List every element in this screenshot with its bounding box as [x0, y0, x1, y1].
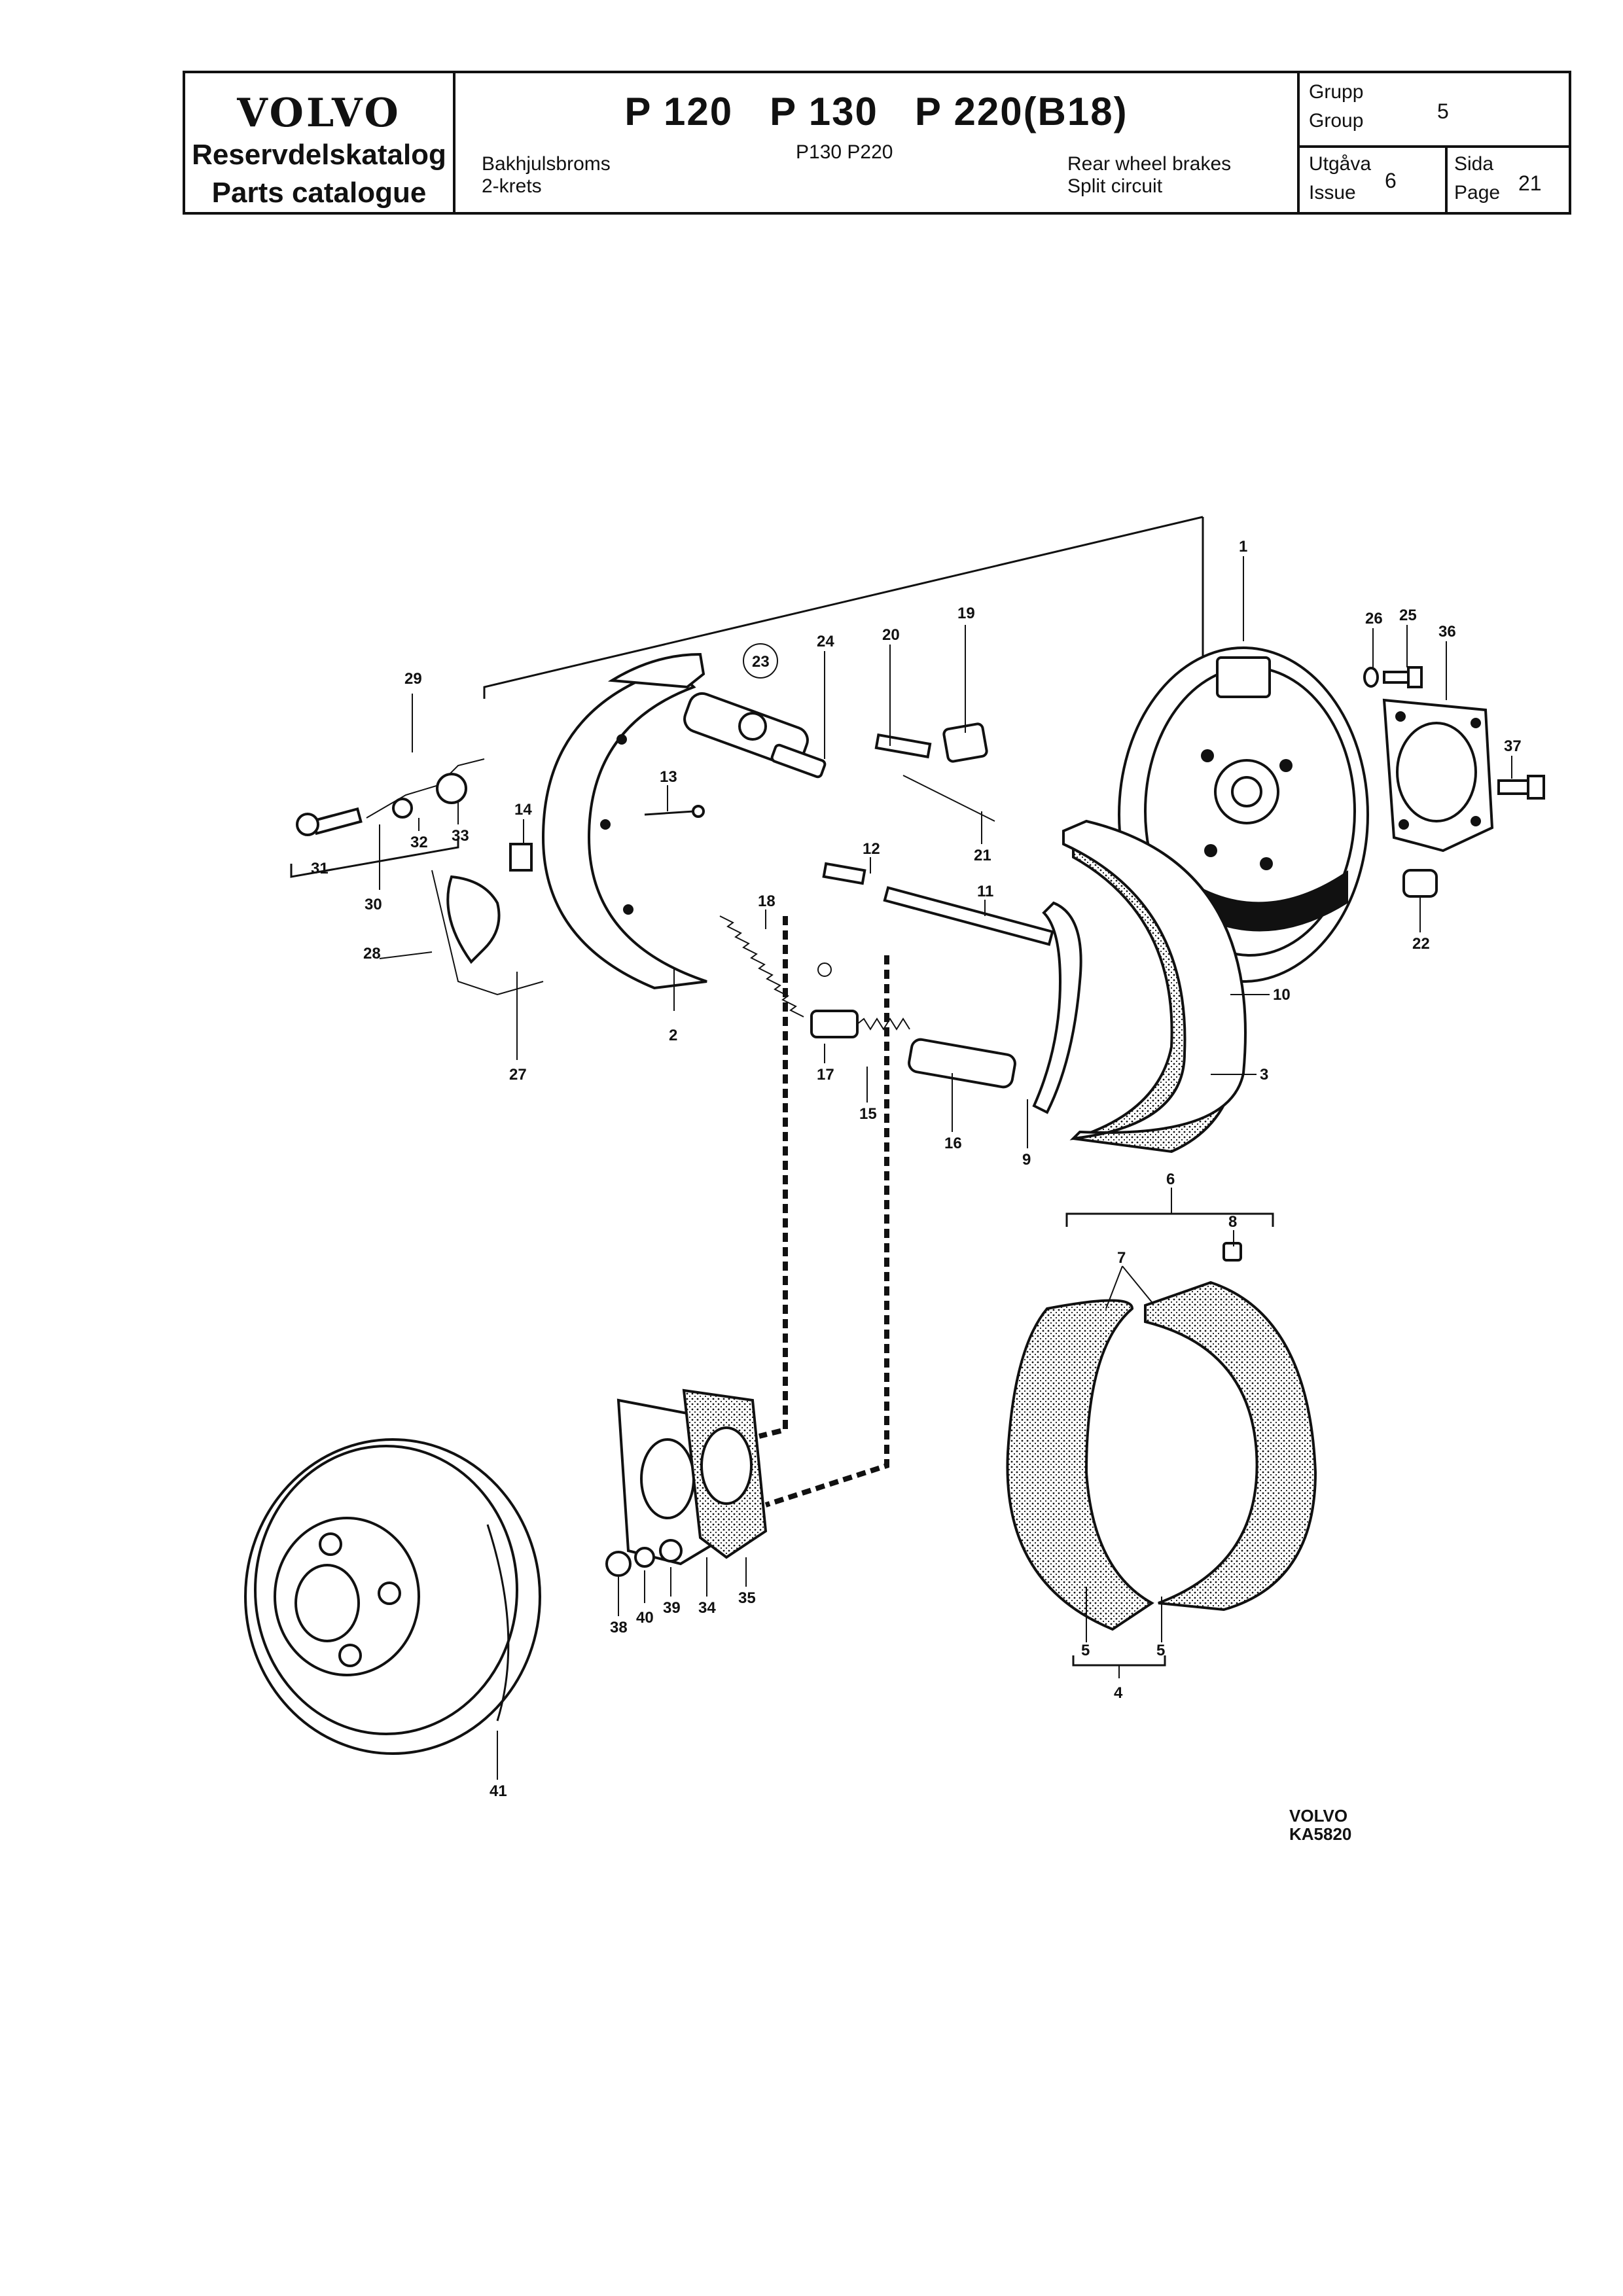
callout-4: 4 — [1114, 1684, 1123, 1702]
bolt-37 — [1497, 775, 1545, 800]
issue-value: 6 — [1385, 169, 1397, 192]
callout-35: 35 — [738, 1589, 756, 1607]
callout-40: 40 — [636, 1609, 654, 1627]
holddown-parts — [296, 758, 544, 996]
brake-lining-5-left — [1006, 1299, 1154, 1631]
dash-left — [758, 916, 788, 1439]
callout-7: 7 — [1117, 1249, 1126, 1267]
strut-11 — [883, 886, 1054, 946]
callout-34: 34 — [698, 1599, 716, 1617]
dash-right — [764, 955, 889, 1508]
issue-label-en: Issue — [1309, 182, 1356, 203]
callout-22: 22 — [1412, 935, 1430, 953]
callout-36: 36 — [1438, 623, 1456, 641]
callout-6: 6 — [1166, 1171, 1175, 1188]
callout-2: 2 — [669, 1027, 677, 1044]
callout-39: 39 — [663, 1599, 681, 1617]
catalog-title-sv: Reservdelskatalog — [192, 139, 446, 171]
callout-1: 1 — [1239, 538, 1247, 556]
issue-cell: Utgåva Issue 6 — [1300, 145, 1448, 212]
callout-5a: 5 — [1081, 1642, 1090, 1659]
footer-code: KA5820 — [1289, 1824, 1352, 1844]
nuts-38-39-40 — [605, 1539, 683, 1577]
variant-models: P130 P220 — [796, 141, 893, 163]
callout-12: 12 — [863, 840, 880, 858]
desc-sv-2: 2-krets — [482, 175, 542, 197]
group-cell: Grupp Group 5 Utgåva Issue 6 Sida Page 2… — [1300, 73, 1569, 212]
header-table: VOLVO Reservdelskatalog Parts catalogue … — [183, 71, 1571, 215]
callout-32: 32 — [410, 834, 428, 851]
page-cell: Sida Page 21 — [1445, 145, 1569, 212]
callout-9: 9 — [1022, 1151, 1031, 1169]
callout-38: 38 — [610, 1619, 628, 1636]
desc-en-1: Rear wheel brakes — [1067, 153, 1232, 175]
volvo-logo: VOLVO — [237, 90, 401, 136]
models-cell: P 120 P 130 P 220(B18) Bakhjulsbroms 2-k… — [455, 73, 1300, 212]
desc-en-2: Split circuit — [1067, 175, 1163, 197]
flange-gasket-36 — [1382, 698, 1494, 853]
rivet-8 — [1222, 1242, 1242, 1262]
callout-20: 20 — [882, 626, 900, 644]
callout-11: 11 — [977, 883, 993, 900]
lever-9 — [1032, 901, 1082, 1114]
callout-13: 13 — [660, 768, 677, 786]
callout-21: 21 — [974, 847, 991, 864]
bracket-6 — [1065, 1212, 1274, 1227]
seal-35 — [682, 1388, 768, 1559]
return-spring-18 — [719, 915, 832, 1017]
callout-18: 18 — [758, 892, 776, 910]
group-label-sv: Grupp — [1309, 81, 1364, 103]
callout-37: 37 — [1504, 737, 1522, 755]
callout-10: 10 — [1273, 986, 1291, 1004]
group-label-en: Group — [1309, 110, 1364, 132]
page-label-sv: Sida — [1454, 153, 1494, 175]
adjuster-15-16-17 — [810, 1010, 1016, 1089]
callout-8: 8 — [1228, 1213, 1237, 1231]
callout-16: 16 — [944, 1135, 962, 1152]
page-value: 21 — [1518, 171, 1542, 195]
group-value: 5 — [1437, 99, 1449, 123]
callout-leaders — [379, 556, 1512, 1780]
callout-27: 27 — [509, 1066, 527, 1084]
callout-19: 19 — [957, 605, 975, 622]
callout-15: 15 — [859, 1105, 877, 1123]
brake-shoe-2 — [541, 652, 707, 990]
footer-brand: VOLVO — [1289, 1806, 1348, 1826]
callout-23-circle — [743, 643, 778, 679]
brake-shoe-3 — [1062, 819, 1247, 1154]
callout-41: 41 — [490, 1782, 507, 1800]
callout-14: 14 — [514, 801, 532, 819]
callout-30: 30 — [365, 896, 382, 913]
group-row: Grupp Group 5 — [1300, 73, 1569, 148]
catalog-title-en: Parts catalogue — [211, 177, 427, 209]
callout-5b: 5 — [1156, 1642, 1165, 1659]
pins-and-clips — [509, 805, 866, 885]
bracket-31 — [290, 838, 459, 878]
bolt-25-washer-26 — [1363, 666, 1423, 688]
callout-23: 23 — [752, 653, 770, 671]
wheel-cylinder-23 — [683, 692, 827, 779]
issue-label-sv: Utgåva — [1309, 153, 1372, 175]
leader-29-top — [483, 516, 1204, 699]
brake-drum-41 — [244, 1438, 541, 1755]
callout-29: 29 — [404, 670, 422, 688]
page-label-en: Page — [1454, 182, 1501, 203]
brake-lining-5-right — [1144, 1280, 1317, 1612]
callout-28: 28 — [363, 945, 381, 963]
brand-cell: VOLVO Reservdelskatalog Parts catalogue — [185, 73, 455, 212]
callout-31: 31 — [311, 860, 329, 877]
callout-25: 25 — [1399, 607, 1417, 624]
callout-17: 17 — [817, 1066, 834, 1084]
callout-26: 26 — [1365, 610, 1383, 627]
models-title: P 120 P 130 P 220(B18) — [624, 90, 1128, 133]
callout-24: 24 — [817, 633, 834, 650]
callout-labels: 1 2 3 4 5 5 6 7 8 9 10 11 12 13 14 15 16… — [311, 538, 1522, 1800]
plug-22 — [1402, 869, 1438, 898]
desc-sv-1: Bakhjulsbroms — [482, 153, 611, 175]
callout-33: 33 — [452, 827, 469, 845]
callout-3: 3 — [1260, 1066, 1268, 1084]
adjuster-19-20 — [874, 722, 995, 822]
